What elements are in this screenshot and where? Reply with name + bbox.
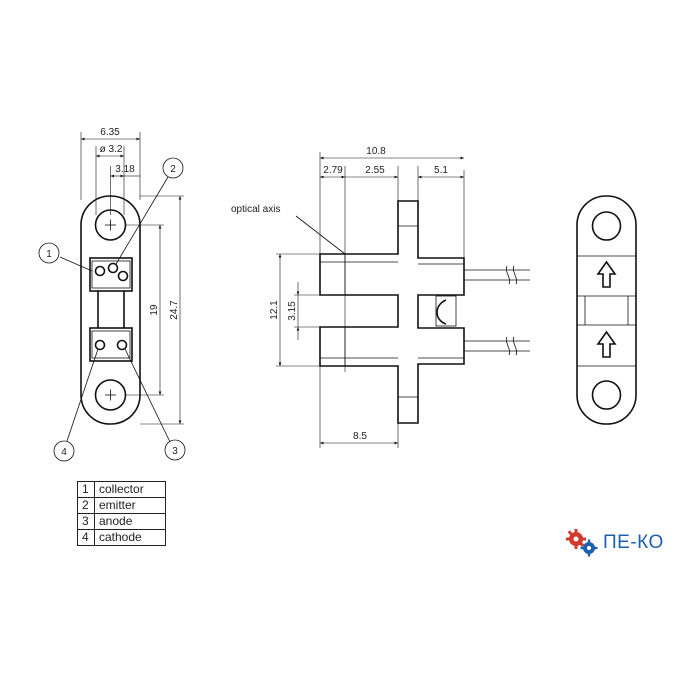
dim-side-a: 2.79 bbox=[323, 165, 343, 176]
callout-2-label: 2 bbox=[170, 164, 176, 175]
top-view: 6.35 ø 3.2 3.18 24.7 19 1 2 3 4 bbox=[38, 127, 186, 462]
arrow-up-icon bbox=[596, 330, 617, 358]
pin-number: 2 bbox=[77, 497, 95, 514]
bottom-mounting-hole bbox=[94, 379, 127, 411]
callout-1-label: 1 bbox=[46, 249, 52, 260]
pin-name: collector bbox=[94, 481, 166, 498]
pin-number: 1 bbox=[77, 481, 95, 498]
bottom-view-hole-top bbox=[591, 211, 622, 241]
dim-depth: 8.5 bbox=[353, 431, 367, 442]
upper-pin-block bbox=[89, 257, 133, 292]
logo-text: ПЕ-КО bbox=[603, 532, 664, 553]
pin-number: 4 bbox=[77, 529, 95, 546]
dim-side-b: 2.55 bbox=[365, 165, 385, 176]
optical-axis-label: optical axis bbox=[231, 204, 280, 215]
gear-icon bbox=[566, 529, 598, 557]
dim-hole-dia: ø 3.2 bbox=[100, 144, 123, 155]
callout-4 bbox=[53, 440, 75, 462]
pin-4-hole bbox=[94, 339, 106, 351]
pin-name: anode bbox=[94, 513, 166, 530]
logo: ПЕ-КО bbox=[566, 528, 664, 558]
pin-2-hole bbox=[107, 262, 119, 274]
callout-1 bbox=[38, 242, 60, 264]
dim-pitch: 19 bbox=[149, 304, 160, 316]
pin-3-hole bbox=[116, 339, 128, 351]
bottom-view-body bbox=[576, 195, 637, 425]
callout-3 bbox=[164, 439, 186, 461]
table-row: 2 emitter bbox=[77, 497, 166, 514]
dim-height-outer: 12.1 bbox=[269, 300, 280, 320]
pin-1-hole bbox=[94, 265, 106, 277]
pin-number: 3 bbox=[77, 513, 95, 530]
lower-pin-block bbox=[89, 327, 133, 362]
dim-side-width: 10.8 bbox=[366, 146, 386, 157]
table-row: 3 anode bbox=[77, 513, 166, 530]
callout-2 bbox=[162, 157, 184, 179]
table-row: 4 cathode bbox=[77, 529, 166, 546]
lower-lead bbox=[464, 336, 530, 356]
dim-width-total: 6.35 bbox=[100, 127, 120, 138]
arrow-up-icon bbox=[596, 260, 617, 288]
dim-length-total: 24.7 bbox=[169, 300, 180, 320]
pin-name: cathode bbox=[94, 529, 166, 546]
bottom-view bbox=[576, 195, 637, 425]
bottom-view-hole-bottom bbox=[591, 380, 622, 410]
pin-name: emitter bbox=[94, 497, 166, 514]
table-row: 1 collector bbox=[77, 481, 166, 498]
pin-table: 1 collector 2 emitter 3 anode 4 cathode bbox=[77, 481, 166, 546]
callout-4-label: 4 bbox=[61, 447, 67, 458]
dim-hole-offset: 3.18 bbox=[115, 164, 135, 175]
dim-side-c: 5.1 bbox=[434, 165, 448, 176]
dim-height-gap: 3.15 bbox=[287, 301, 298, 321]
side-view-flange bbox=[319, 200, 465, 424]
side-view: 10.8 2.79 2.55 5.1 optical axis 12.1 3.1… bbox=[231, 146, 530, 448]
callout-3-label: 3 bbox=[172, 446, 178, 457]
upper-lead bbox=[464, 265, 530, 285]
